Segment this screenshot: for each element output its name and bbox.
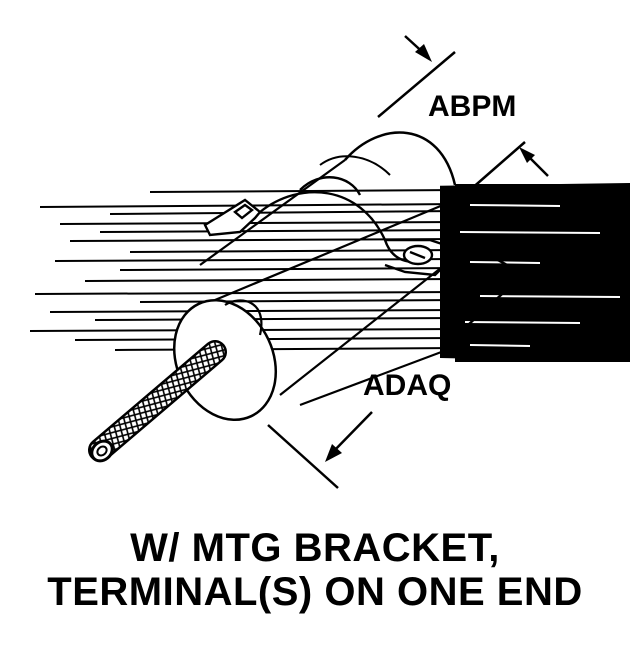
adaq-arrow-right [503, 278, 520, 295]
abpm-arrow-bottom [519, 147, 535, 163]
adaq-arrow-left [325, 444, 342, 462]
mounting-bracket [203, 155, 463, 277]
adaq-extension-line-left [267, 424, 339, 489]
abpm-arrow-top [415, 44, 432, 62]
abpm-extension-line-top [377, 51, 456, 118]
adaq-dim-line-upper [467, 284, 513, 326]
adaq-extension-line-right [469, 243, 536, 282]
abpm-extension-line-bottom [469, 141, 526, 191]
caption-line-2: TERMINAL(S) ON ONE END [47, 570, 583, 614]
dimension-adaq [267, 243, 536, 489]
caption-line-1: W/ MTG BRACKET, [130, 526, 500, 570]
adaq-dim-line-lower [329, 411, 373, 456]
terminal-lead [88, 340, 227, 463]
dimension-abpm [377, 35, 549, 191]
abpm-label: ABPM [428, 90, 516, 123]
shading-lines [29, 183, 630, 362]
adaq-label: ADAQ [363, 369, 451, 402]
